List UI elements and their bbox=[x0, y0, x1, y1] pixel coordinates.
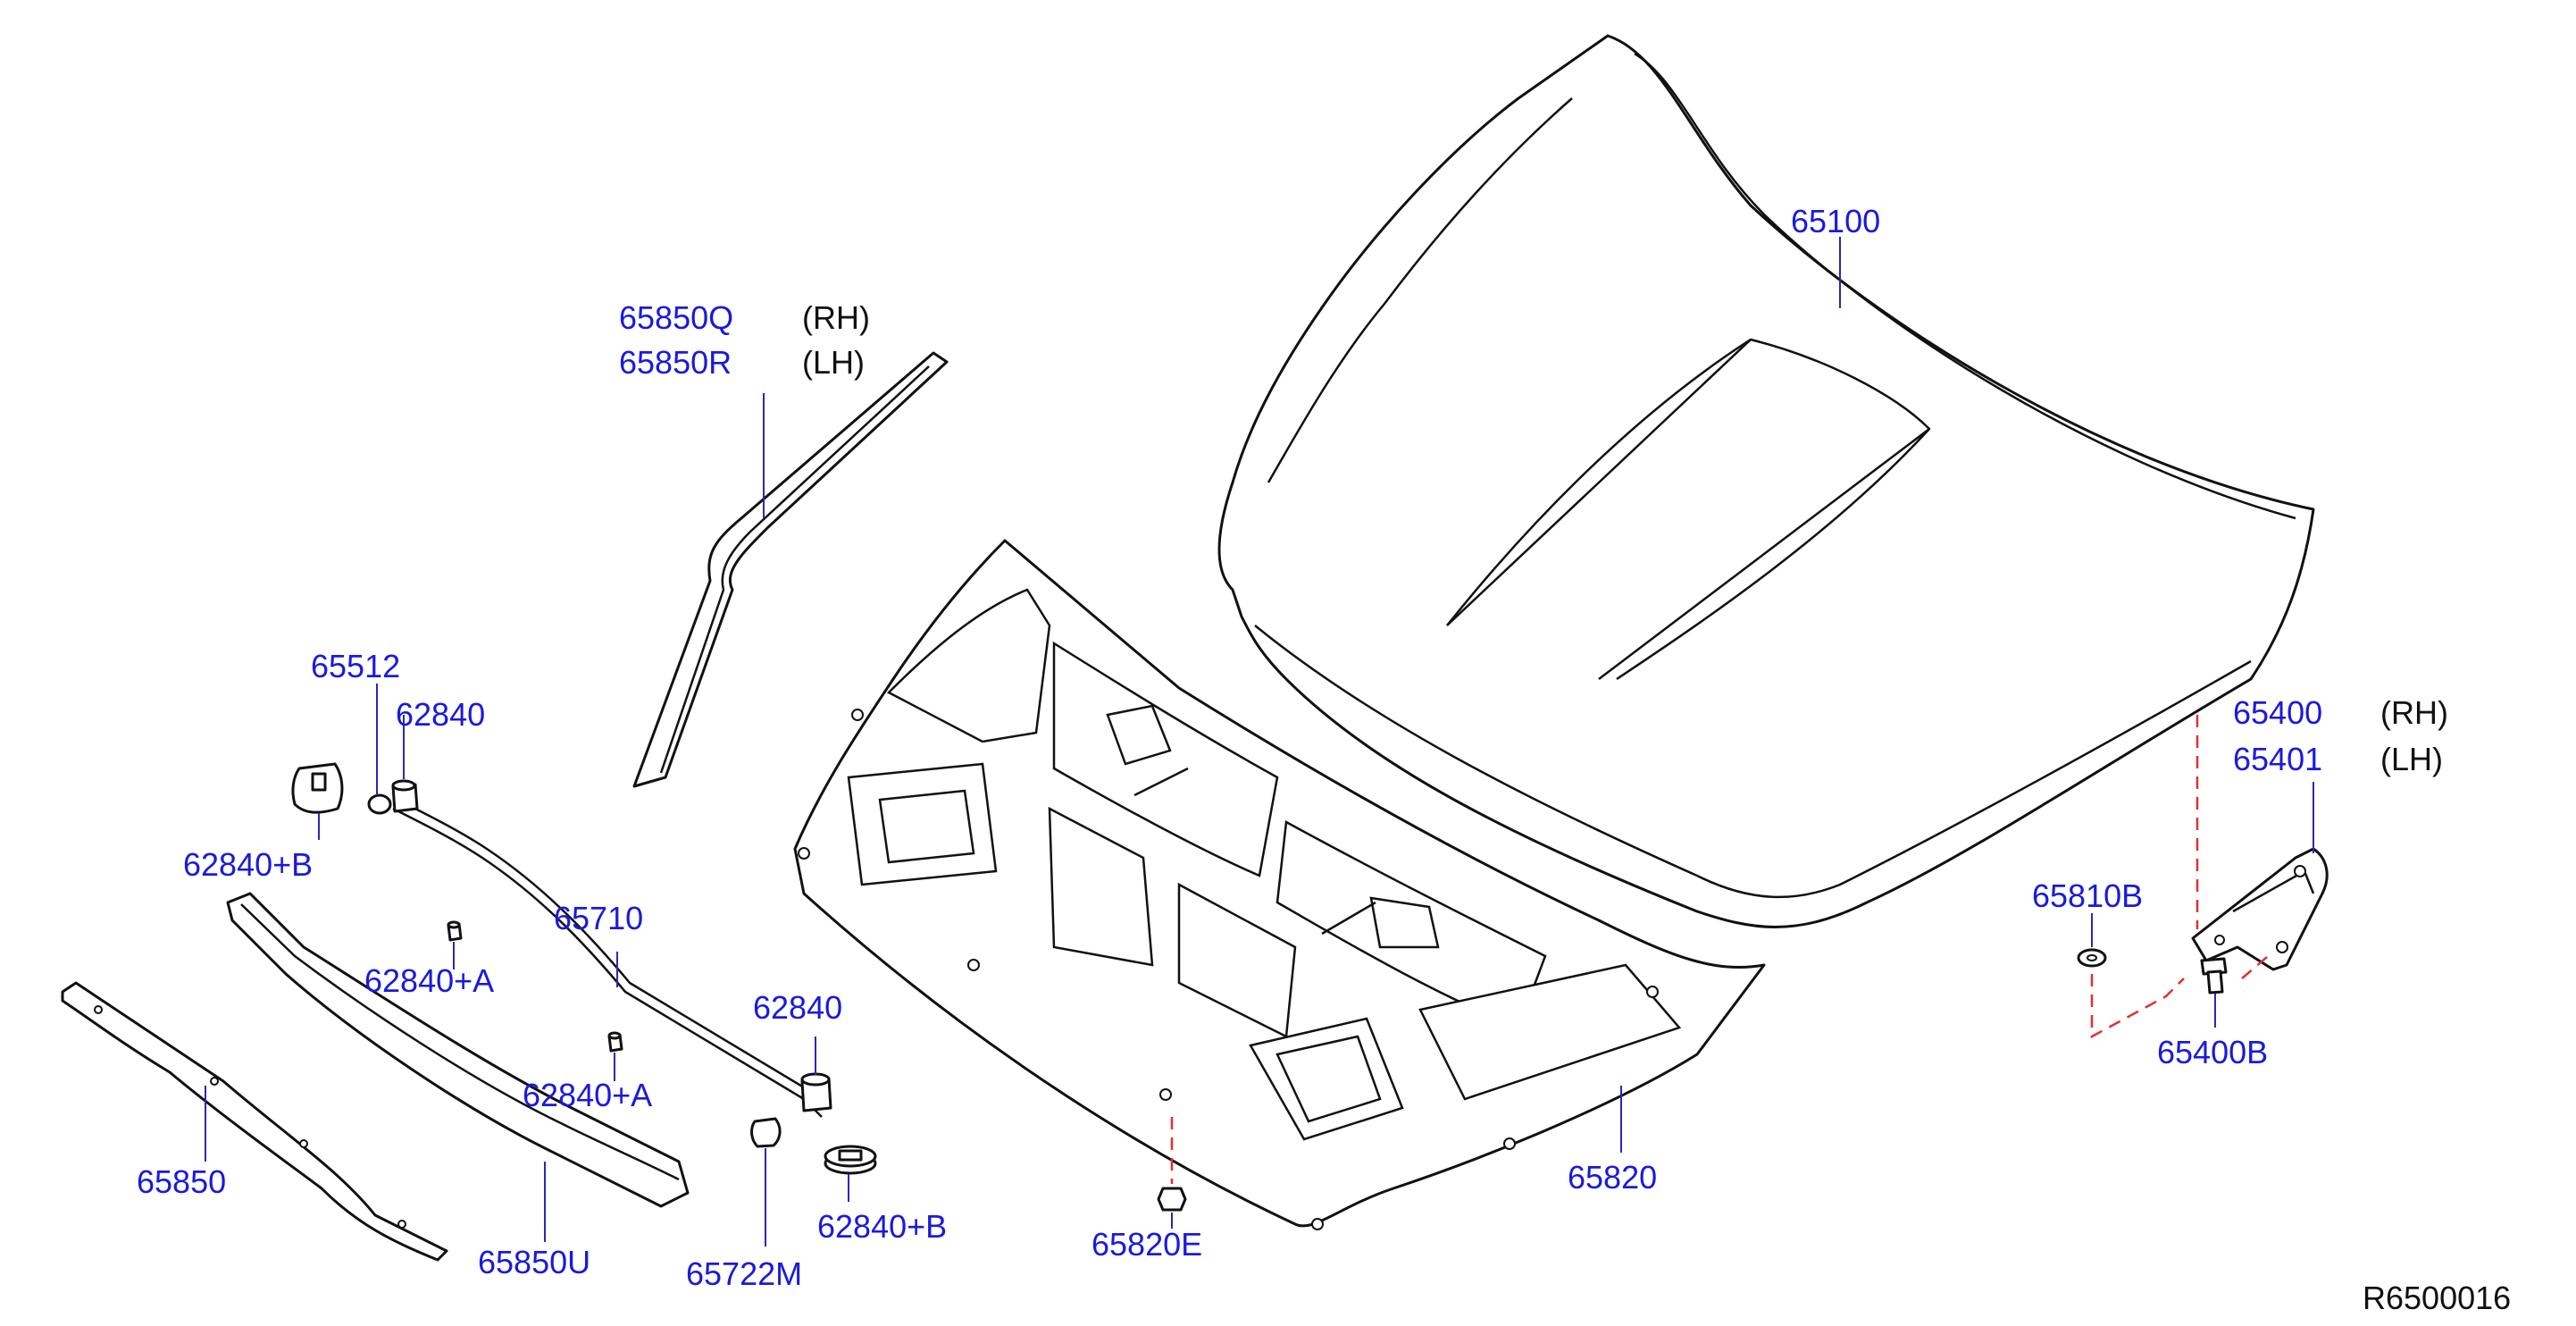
label-65810b: 65810B bbox=[2032, 877, 2143, 914]
label-65850u: 65850U bbox=[478, 1244, 590, 1280]
washer-65810b bbox=[2077, 948, 2107, 968]
label-65512: 65512 bbox=[311, 648, 400, 684]
label-65820e: 65820E bbox=[1091, 1226, 1202, 1263]
grommet-62840b-right bbox=[824, 1145, 877, 1175]
clip-65722m bbox=[750, 1117, 782, 1148]
label-62840b-left: 62840+B bbox=[183, 846, 313, 883]
label-65820: 65820 bbox=[1568, 1159, 1657, 1196]
label-65850q: 65850Q bbox=[619, 299, 733, 336]
label-62840a-2: 62840+A bbox=[523, 1077, 652, 1113]
label-65400b: 65400B bbox=[2157, 1034, 2268, 1070]
leader-lines bbox=[205, 237, 2314, 1246]
label-65850q-side: (RH) bbox=[802, 299, 870, 336]
label-62840-top: 62840 bbox=[396, 696, 485, 733]
label-65850: 65850 bbox=[137, 1163, 226, 1200]
label-62840b-right: 62840+B bbox=[817, 1208, 947, 1245]
bolt-65400b bbox=[2200, 957, 2228, 994]
hood-panel-part bbox=[1217, 34, 2315, 928]
diagram-id: R6500016 bbox=[2363, 1280, 2511, 1316]
hood-seal-front-upper-part bbox=[226, 892, 690, 1208]
label-65850r-side: (LH) bbox=[802, 344, 865, 381]
label-65400: 65400 bbox=[2233, 694, 2322, 731]
label-65401: 65401 bbox=[2233, 741, 2322, 777]
clip-62840a-1 bbox=[447, 920, 463, 942]
hood-insulator-part bbox=[793, 539, 1766, 1230]
label-65401-side: (LH) bbox=[2380, 741, 2443, 777]
part-labels: 65100 65850Q (RH) 65850R (LH) 65512 6284… bbox=[137, 203, 2448, 1292]
hood-seal-front-lower-part bbox=[61, 981, 448, 1262]
label-62840-mid: 62840 bbox=[753, 989, 842, 1026]
label-65400-side: (RH) bbox=[2380, 694, 2448, 731]
hood-hinge-part bbox=[2191, 847, 2329, 971]
nut-65820e bbox=[1157, 1187, 1187, 1212]
clip-62840a-2 bbox=[607, 1031, 623, 1053]
label-65722m: 65722M bbox=[686, 1255, 802, 1292]
hood-seal-side-part bbox=[632, 351, 949, 788]
label-65100: 65100 bbox=[1791, 203, 1880, 239]
hood-support-rod-part bbox=[367, 793, 827, 1118]
grommet-62840b-left bbox=[291, 762, 344, 814]
label-62840a-1: 62840+A bbox=[364, 962, 494, 999]
bumper-62840-top bbox=[391, 779, 419, 813]
label-65710: 65710 bbox=[554, 900, 643, 936]
bumper-62840-mid bbox=[800, 1072, 832, 1112]
label-65850r: 65850R bbox=[619, 344, 732, 381]
dashed-reference-lines bbox=[1170, 715, 2274, 1184]
